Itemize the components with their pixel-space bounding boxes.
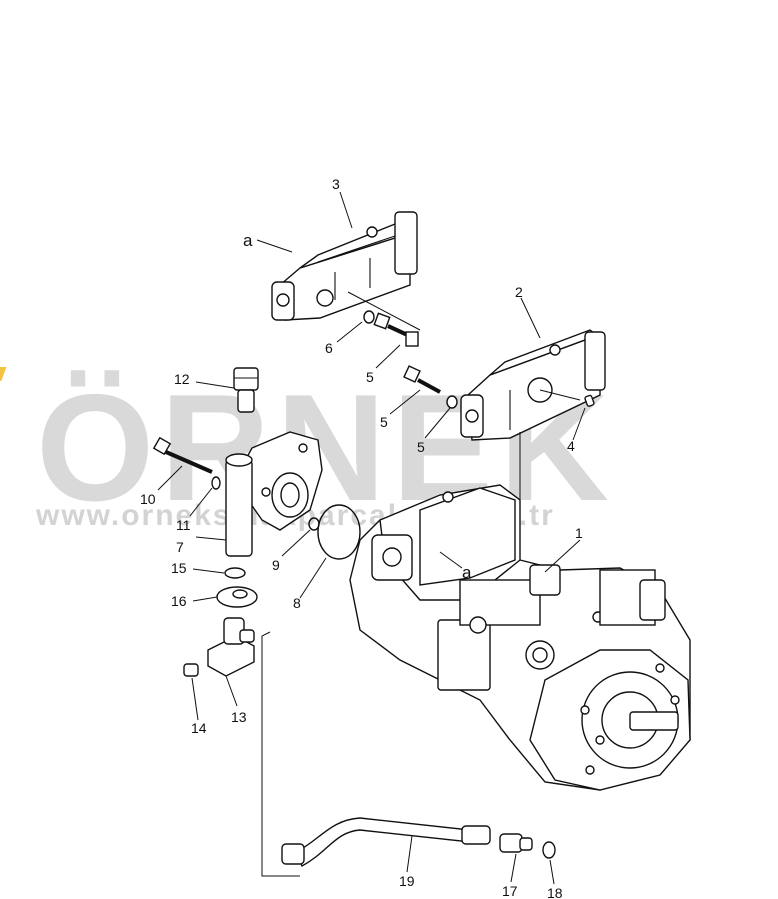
label-part-10: 10 [140, 491, 156, 507]
label-part-2: 2 [515, 284, 523, 300]
leader-lines [157, 191, 586, 885]
label-part-5-lower: 5 [417, 439, 425, 455]
label-part-7: 7 [176, 539, 184, 555]
assembly-lines [261, 291, 521, 877]
part-16-nut [216, 586, 258, 608]
label-part-6: 6 [325, 340, 333, 356]
part-8-o-ring [317, 504, 361, 560]
part-1-main-pump [349, 484, 691, 791]
label-part-9: 9 [272, 557, 280, 573]
label-part-1: 1 [575, 525, 583, 541]
label-part-19: 19 [399, 873, 415, 889]
label-part-16: 16 [171, 593, 187, 609]
part-2-valve [460, 329, 606, 441]
part-3-valve [271, 211, 418, 321]
part-7-block [225, 431, 323, 557]
part-5-bolt-upper [373, 312, 419, 347]
part-10-bolt [152, 436, 213, 474]
label-part-5-middle: 5 [380, 414, 388, 430]
label-part-5-upper: 5 [366, 369, 374, 385]
label-part-18: 18 [547, 885, 563, 899]
label-part-8: 8 [293, 595, 301, 611]
part-15-ring [224, 567, 246, 579]
part-9-o-ring [308, 517, 320, 531]
label-ref-a-upper: a [243, 231, 253, 250]
label-part-17: 17 [502, 883, 518, 899]
label-part-4: 4 [567, 438, 575, 454]
part-4-pin [584, 394, 595, 407]
part-17-adapter [499, 833, 533, 853]
part-11-washer [211, 476, 221, 490]
part-5-washer [446, 395, 458, 409]
part-14-plug [183, 663, 199, 677]
label-part-14: 14 [191, 720, 207, 736]
label-part-12: 12 [174, 371, 190, 387]
part-6-washer [363, 310, 375, 324]
part-18-o-ring [542, 841, 556, 859]
label-ref-a-lower: a [462, 563, 472, 582]
label-part-13: 13 [231, 709, 247, 725]
label-part-11: 11 [176, 517, 191, 533]
part-12-fitting [233, 367, 259, 413]
part-labels: 1 2 3 4 5 5 5 6 7 8 9 10 11 12 13 14 15 … [140, 176, 583, 899]
label-part-15: 15 [171, 560, 187, 576]
part-5-bolt-lower [403, 365, 441, 394]
part-19-hose [281, 817, 491, 867]
watermark-accent-right [0, 367, 7, 381]
label-part-3: 3 [332, 176, 340, 192]
part-13-tee [207, 617, 255, 677]
